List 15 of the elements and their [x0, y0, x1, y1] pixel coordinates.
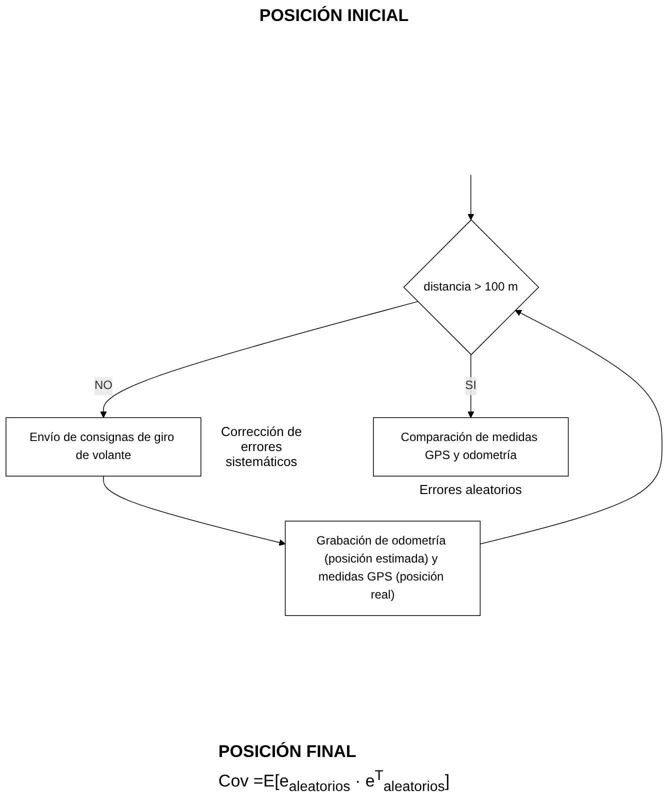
side-note: Errores aleatorios: [419, 482, 522, 498]
edge-label: NO: [94, 379, 112, 392]
arrow: [468, 354, 474, 418]
arrow: [480, 310, 662, 544]
heading: POSICIÓN INICIAL: [259, 6, 409, 26]
node-diamond: distancia > 100 m: [403, 219, 540, 356]
arrow: [100, 301, 418, 418]
node-box: Grabación de odometría (posición estimada) y medidas GPS (posición real): [284, 520, 481, 616]
arrow: [103, 476, 286, 546]
node-box: Comparación de medidas GPS y odometría: [372, 417, 569, 477]
edge-label: SI: [465, 379, 476, 392]
arrow: [468, 174, 474, 220]
node-box: Envío de consignas de giro de volante: [6, 417, 202, 477]
formula: Cov =E[e$_{aleatorios}$ · e$^{T}$$_{aleatorios}$]: [218, 768, 450, 795]
heading: POSICIÓN FINAL: [218, 742, 358, 762]
